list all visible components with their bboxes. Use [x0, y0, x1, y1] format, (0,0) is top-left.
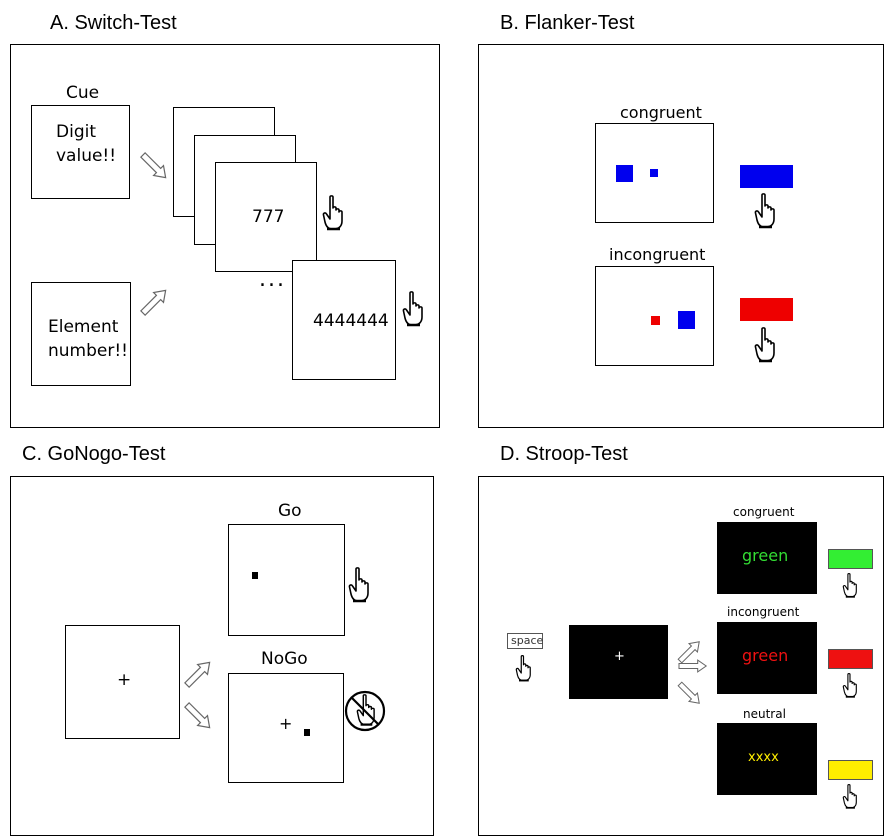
- arrow-right: [678, 659, 707, 673]
- congruent-word: green: [742, 546, 789, 565]
- flanker-large-blue-square: [678, 311, 695, 329]
- neutral-stimulus-screen: xxxx: [717, 723, 817, 795]
- arrow-down-right: [675, 679, 704, 708]
- nogo-arrow-down-right: [181, 699, 216, 734]
- element-number-cue-box: Element number!!: [31, 282, 131, 386]
- panel-c-title: C. GoNogo-Test: [22, 443, 166, 465]
- cue-label: Cue: [66, 83, 100, 103]
- incongruent-label: incongruent: [609, 245, 706, 264]
- fixation-screen: +: [569, 625, 668, 699]
- fixation-cross: +: [117, 670, 132, 690]
- neutral-label: neutral: [743, 707, 786, 721]
- hand-pointer-icon: [754, 326, 776, 363]
- flanker-large-blue-square: [616, 165, 633, 182]
- panel-a: Cue Digit value!! Element number!! 777 .…: [10, 44, 440, 428]
- digit-value-cue-box: Digit value!!: [31, 105, 130, 199]
- hand-pointer-icon: [842, 672, 858, 698]
- element-number-cue-text: Element number!!: [48, 317, 128, 361]
- incongruent-label: incongruent: [727, 605, 800, 619]
- congruent-stimulus-box: [595, 123, 714, 223]
- go-target-dot: [252, 572, 258, 579]
- red-response-button[interactable]: [740, 298, 793, 321]
- congruent-stimulus-screen: green: [717, 522, 817, 594]
- go-arrow-up-right: [181, 656, 216, 691]
- fixation-box: +: [65, 625, 180, 739]
- red-response-button[interactable]: [828, 649, 873, 669]
- stimulus-777-text: 777: [252, 207, 285, 227]
- incongruent-word: green: [742, 646, 789, 665]
- hand-pointer-icon: [515, 654, 532, 682]
- congruent-label: congruent: [620, 103, 702, 122]
- digit-value-cue-text: Digit value!!: [56, 122, 117, 166]
- panel-d: space + congruent green incongruent gree…: [478, 476, 884, 836]
- hand-pointer-icon: [402, 290, 424, 327]
- panel-c: + Go NoGo +: [10, 476, 434, 836]
- hand-pointer-icon: [754, 192, 776, 229]
- cue-arrow-up-right: [137, 284, 172, 319]
- panel-d-title: D. Stroop-Test: [500, 443, 628, 465]
- stimulus-card-4444444: 4444444: [292, 260, 396, 380]
- nogo-stimulus-box: +: [228, 673, 344, 783]
- blue-response-button[interactable]: [740, 165, 793, 188]
- panel-a-title: A. Switch-Test: [50, 12, 177, 34]
- nogo-fixation-cross: +: [279, 714, 293, 733]
- go-stimulus-box: [228, 524, 345, 636]
- panel-b: congruent incongruent: [478, 44, 884, 428]
- no-touch-icon: [344, 690, 386, 732]
- go-label: Go: [278, 501, 302, 521]
- hand-pointer-icon: [842, 783, 858, 809]
- stimulus-4444444-text: 4444444: [313, 311, 389, 331]
- panel-b-title: B. Flanker-Test: [500, 12, 635, 34]
- flanker-small-blue-square: [650, 169, 658, 177]
- hand-pointer-icon: [348, 566, 370, 603]
- hand-pointer-icon: [322, 194, 344, 231]
- green-response-button[interactable]: [828, 549, 873, 569]
- stimulus-card-777: 777: [215, 162, 317, 272]
- neutral-word: xxxx: [748, 750, 779, 765]
- space-key-label: space: [511, 634, 544, 647]
- nogo-target-dot: [304, 729, 310, 736]
- congruent-label: congruent: [733, 505, 795, 519]
- incongruent-stimulus-box: [595, 266, 714, 366]
- nogo-label: NoGo: [261, 649, 308, 669]
- incongruent-stimulus-screen: green: [717, 622, 817, 694]
- ellipsis: ...: [259, 267, 286, 292]
- hand-pointer-icon: [842, 572, 858, 598]
- flanker-small-red-square: [651, 316, 660, 325]
- fixation-cross: +: [614, 649, 625, 664]
- yellow-response-button[interactable]: [828, 760, 873, 780]
- space-key[interactable]: space: [507, 633, 543, 649]
